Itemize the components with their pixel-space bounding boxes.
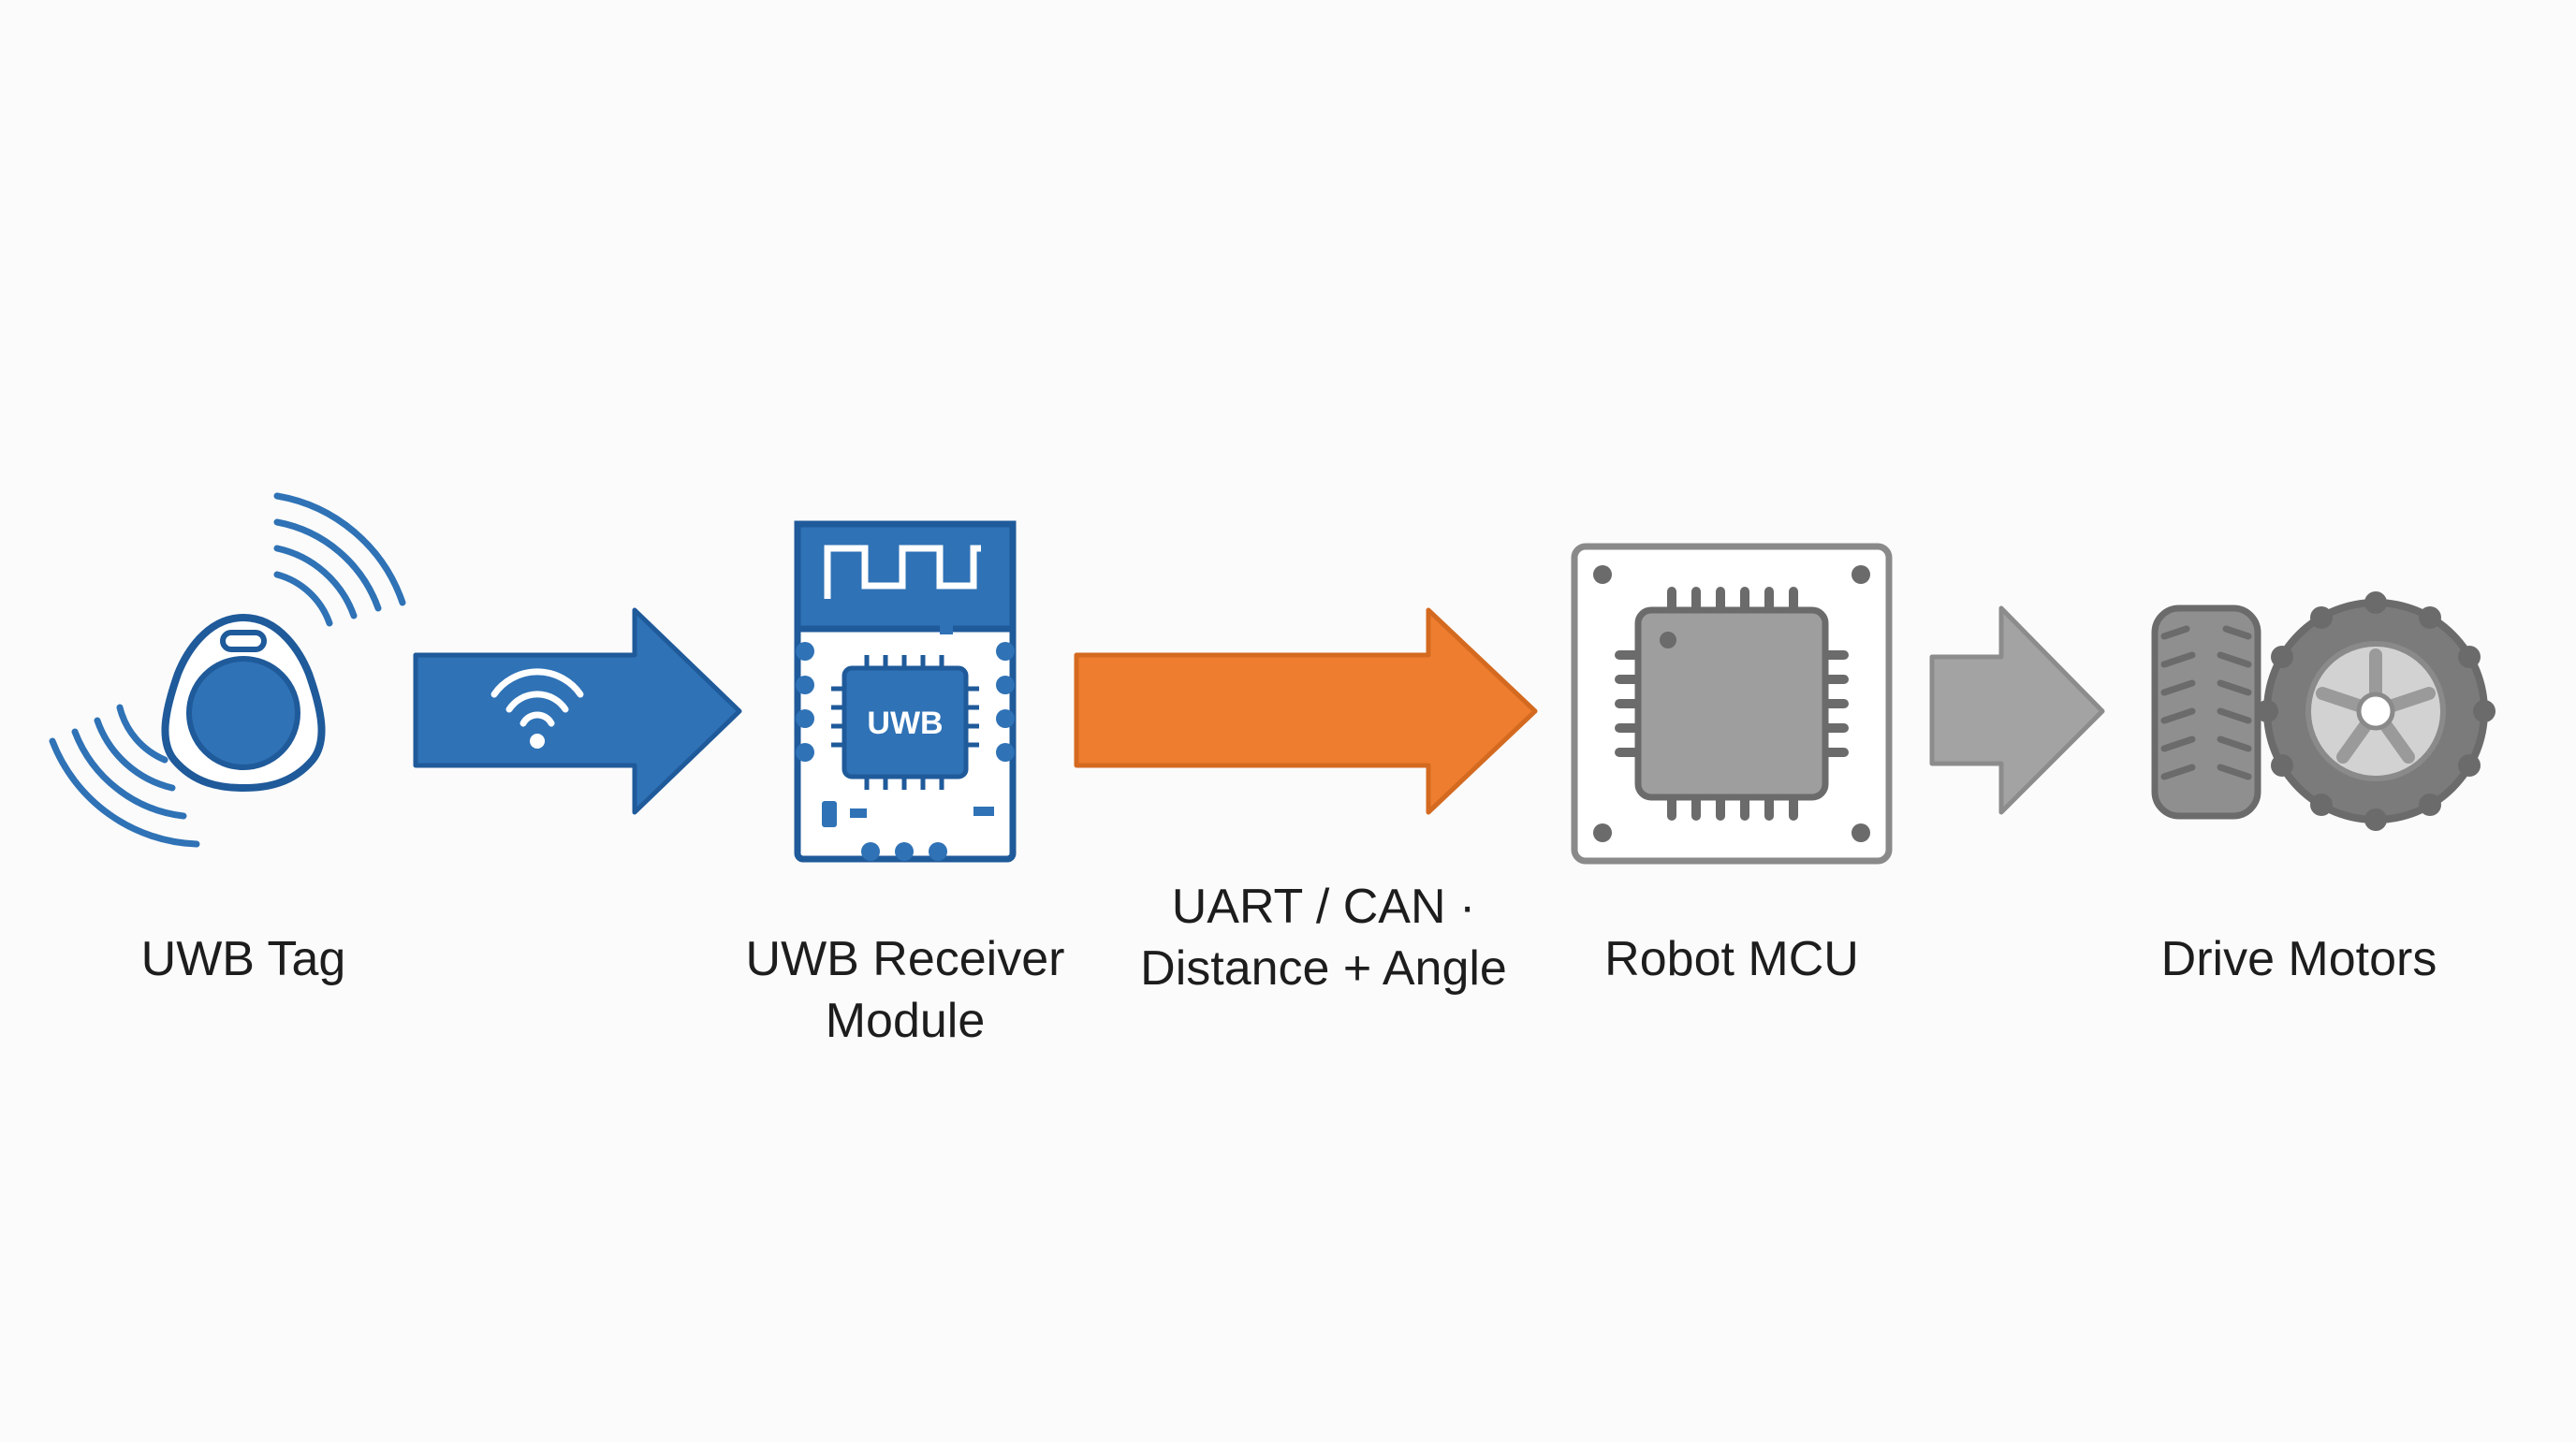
bottom-pads — [861, 842, 947, 861]
edge-label-line2: Distance + Angle — [1140, 941, 1507, 996]
wifi-dot — [530, 734, 545, 749]
mounting-holes — [1593, 565, 1870, 842]
tire-side-view — [2151, 604, 2261, 820]
side-pads — [796, 642, 1015, 762]
uwb-chip — [842, 665, 969, 779]
radio-waves-icon — [273, 492, 406, 627]
wheel-hub — [2356, 692, 2395, 731]
tag-button — [186, 656, 300, 770]
wheel-tire-icon — [2151, 591, 2496, 831]
uwb-tag-icon — [49, 492, 406, 848]
node-label-drive-motors: Drive Motors — [2160, 932, 2437, 986]
edge-label-line1: UART / CAN · — [1171, 880, 1476, 934]
uwb-chip-label: UWB — [867, 706, 943, 741]
mcu-die — [1634, 606, 1829, 801]
node-label-uwb-receiver-line1: UWB Receiver — [745, 932, 1065, 986]
microcontroller-chip-icon — [1571, 543, 1893, 865]
tag-keyring-slot — [220, 630, 267, 652]
smd-capacitor — [973, 807, 994, 816]
wheel-knobs — [2256, 591, 2496, 831]
arrow-tag-to-receiver — [413, 607, 742, 815]
smd-resistor — [850, 808, 867, 818]
node-label-uwb-receiver-line2: Module — [825, 994, 986, 1048]
uwb-receiver-module-icon: UWB — [794, 520, 1017, 863]
node-label-uwb-tag: UWB Tag — [140, 932, 346, 986]
arrow-mcu-to-motors — [1929, 605, 2105, 815]
radio-waves-lower-icon — [49, 704, 200, 848]
tire-tread — [2160, 625, 2252, 780]
node-label-robot-mcu: Robot MCU — [1604, 932, 1859, 986]
wifi-signal-icon — [490, 668, 584, 727]
smd-led — [822, 801, 837, 827]
antenna-trace-icon — [824, 545, 981, 599]
smd-component — [940, 618, 953, 634]
arrow-receiver-to-mcu — [1074, 607, 1538, 815]
pin1-marker — [1660, 632, 1676, 648]
